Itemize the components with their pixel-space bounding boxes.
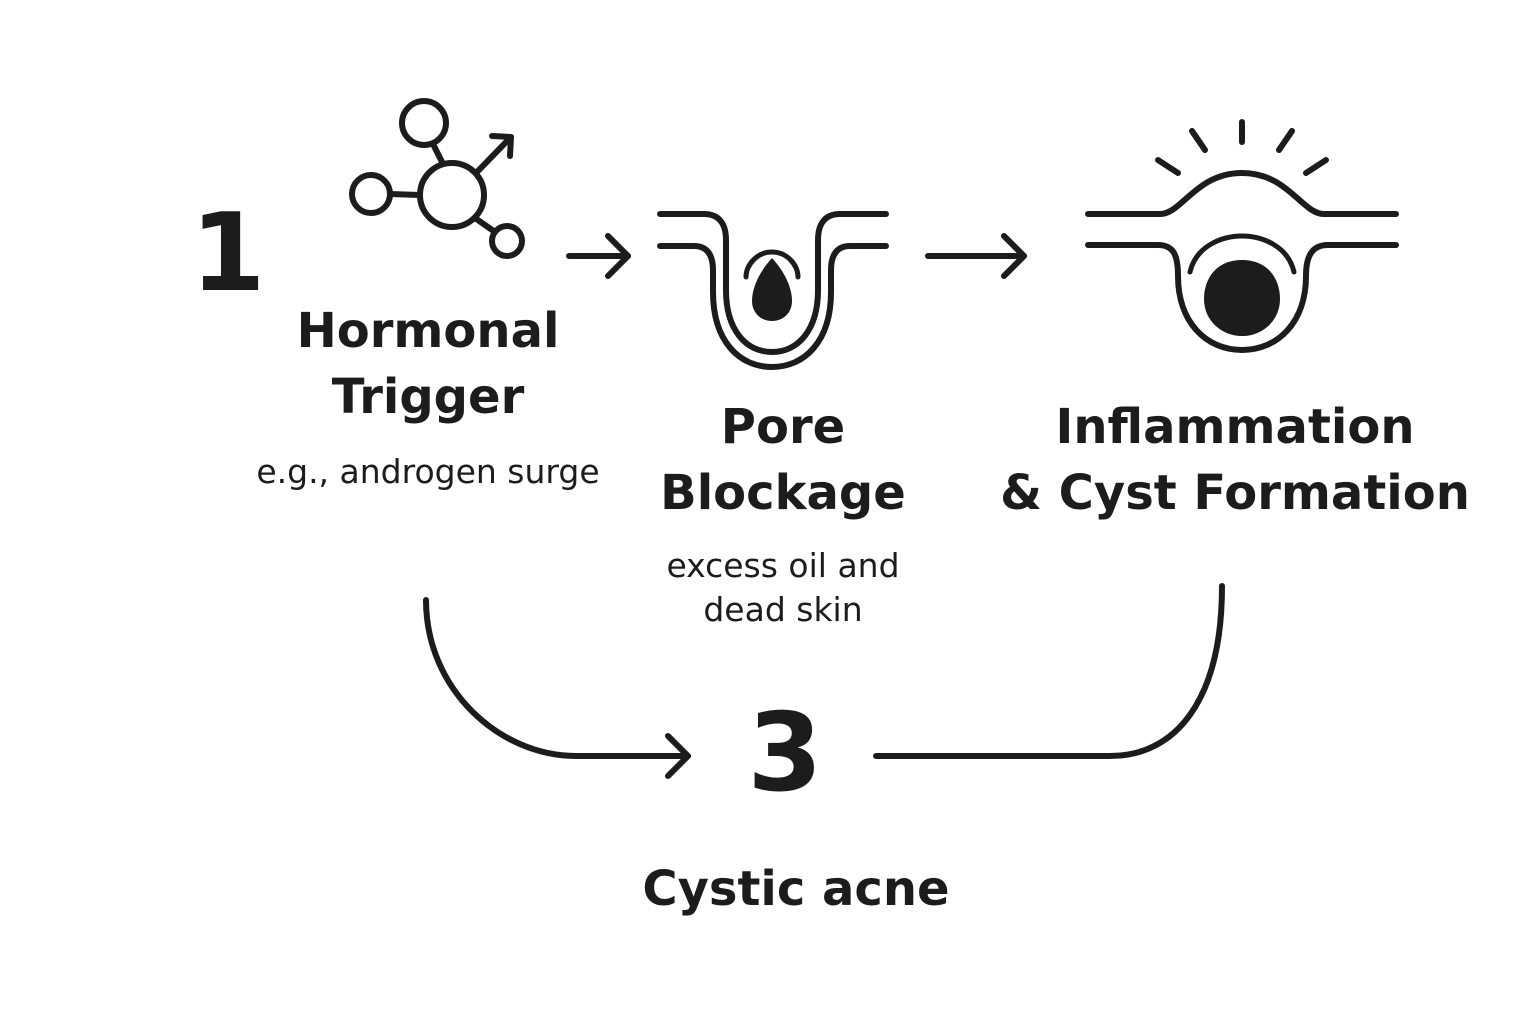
step2-subtitle: excess oil and dead skin xyxy=(618,544,948,632)
step2-title: Pore Blockage xyxy=(618,394,948,526)
step1-title-line: Hormonal xyxy=(296,303,560,359)
curve-arrow-icon xyxy=(423,597,691,779)
step1-subtitle: e.g., androgen surge xyxy=(256,452,600,491)
molecule-icon xyxy=(349,98,525,259)
arrow-right-icon xyxy=(566,233,631,279)
outcome-number: 3 xyxy=(747,691,823,816)
arrow-right-icon xyxy=(925,233,1027,279)
step1-title: Hormonal Trigger xyxy=(248,298,608,430)
curve-connector xyxy=(873,583,1225,759)
step1-title-line: Trigger xyxy=(331,369,525,425)
step3-title-line: & Cyst Formation xyxy=(1000,465,1470,521)
step2-subtitle-line: dead skin xyxy=(703,590,863,629)
step3-title-line: Inflammation xyxy=(1055,399,1415,455)
outcome-title: Cystic acne xyxy=(642,861,950,917)
step2-title-line: Pore xyxy=(720,399,846,455)
step3-title: Inflammation & Cyst Formation xyxy=(1000,394,1470,526)
inflamed-cyst-icon xyxy=(1085,119,1399,353)
step2-title-line: Blockage xyxy=(660,465,906,521)
blocked-pore-icon xyxy=(657,211,889,370)
step1-number: 1 xyxy=(190,191,266,316)
step2-subtitle-line: excess oil and xyxy=(666,546,900,585)
